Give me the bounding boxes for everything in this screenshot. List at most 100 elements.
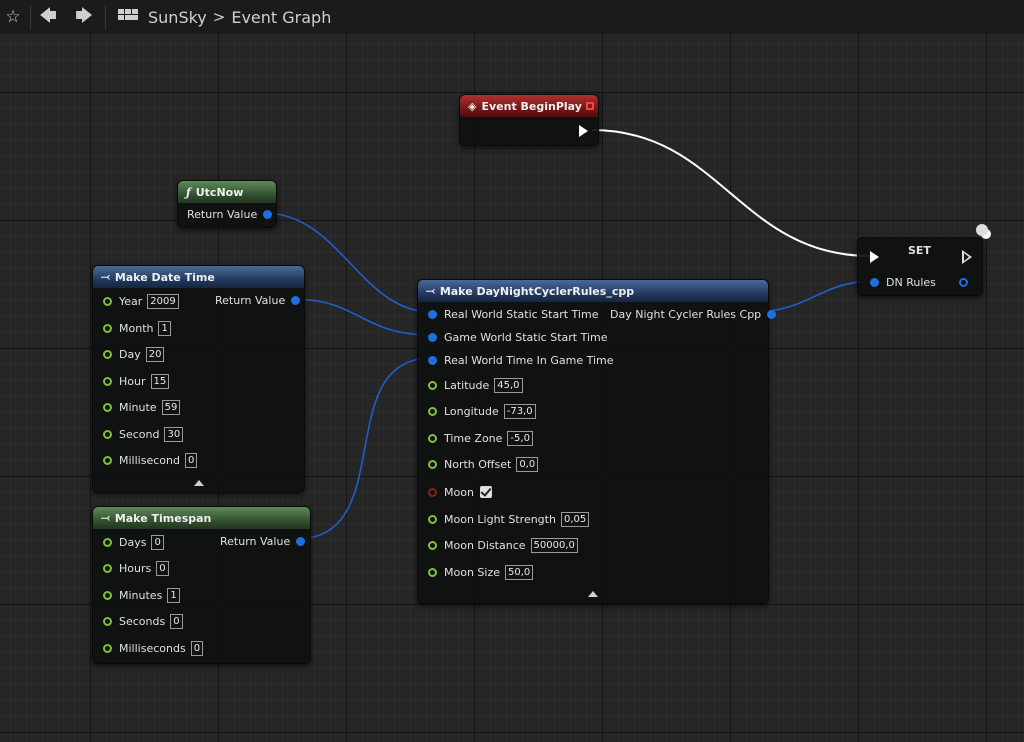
set-node[interactable]: SET DN Rules (857, 237, 983, 296)
input-label: Real World Static Start Time (444, 307, 599, 321)
star-icon[interactable]: ☆ (5, 7, 21, 27)
input-pin[interactable] (428, 514, 437, 524)
arrow-right-icon[interactable]: 🡆 (75, 5, 93, 26)
input-label: North Offset (444, 457, 512, 471)
input-label: Day (119, 347, 141, 361)
input-value-field[interactable]: 45,0 (494, 377, 523, 393)
input-label: Time Zone (444, 431, 503, 445)
struct-input-row: Game World Static Start Time (428, 329, 608, 345)
event-diamond-icon: ◈ (468, 99, 477, 113)
input-label: Milliseconds (119, 641, 186, 655)
timespan-input-row: Minutes 1 (103, 587, 180, 603)
input-value-field[interactable]: 1 (158, 320, 171, 336)
input-value-field[interactable]: 0,05 (560, 511, 590, 527)
input-pin[interactable] (428, 380, 437, 390)
input-pin[interactable] (103, 323, 112, 333)
set-input-row: DN Rules (870, 274, 936, 290)
input-pin[interactable] (103, 402, 112, 412)
utcnow-header: ƒ UtcNow (178, 181, 276, 203)
input-value-field[interactable]: 20 (145, 346, 165, 362)
struct-input-row: Real World Static Start Time (428, 306, 598, 322)
exec-output-pin[interactable] (962, 250, 972, 264)
utcnow-title: UtcNow (195, 185, 244, 199)
utcnow-node[interactable]: ƒ UtcNow Return Value (177, 180, 277, 228)
set-input-pin[interactable] (870, 277, 879, 287)
input-value-field[interactable]: -5,0 (507, 430, 533, 446)
input-pin[interactable] (103, 563, 112, 573)
arrow-left-icon[interactable]: 🡄 (39, 5, 57, 26)
input-pin[interactable] (103, 376, 112, 386)
input-pin[interactable] (103, 296, 112, 306)
input-value-field[interactable]: 59 (161, 399, 181, 415)
collapse-arrow-icon[interactable] (194, 480, 204, 486)
exec-output-pin[interactable] (579, 125, 588, 137)
struct-input-pin[interactable] (428, 355, 437, 365)
breadcrumb-separator: > (212, 8, 226, 26)
make-date-time-return-label: Return Value (215, 293, 286, 307)
input-value-field[interactable]: -73,0 (503, 403, 536, 419)
delegate-pin-icon[interactable] (586, 102, 594, 110)
input-pin[interactable] (103, 643, 112, 653)
input-pin[interactable] (103, 349, 112, 359)
input-label: Minutes (119, 588, 163, 602)
input-value-field[interactable]: 30 (164, 426, 184, 442)
struct-input-pin[interactable] (428, 309, 437, 319)
make-date-time-return-row: Return Value (215, 292, 301, 308)
input-pin[interactable] (103, 455, 112, 465)
make-timespan-return-pin[interactable] (296, 536, 306, 546)
input-pin[interactable] (103, 537, 112, 547)
input-value-field[interactable]: 0 (156, 560, 169, 576)
input-value-field[interactable]: 0 (190, 640, 204, 656)
input-pin[interactable] (428, 567, 437, 577)
input-pin[interactable] (428, 406, 437, 416)
make-rules-output-pin[interactable] (767, 309, 777, 319)
make-rules-node[interactable]: ⤙ Make DayNightCyclerRules_cpp Day Night… (417, 279, 777, 604)
set-input-label: DN Rules (886, 275, 936, 289)
make-timespan-return-label: Return Value (220, 534, 291, 548)
input-value-field[interactable]: 0 (170, 613, 183, 629)
input-label: Longitude (444, 404, 499, 418)
set-output-pin[interactable] (959, 278, 968, 287)
input-label: Month (119, 321, 154, 335)
input-value-field[interactable]: 0,0 (516, 456, 539, 472)
exec-input-pin[interactable] (870, 251, 879, 263)
input-value-field[interactable]: 50000,0 (530, 537, 578, 553)
input-label: Seconds (119, 614, 166, 628)
set-title: SET (908, 244, 931, 257)
input-value-field[interactable]: 0 (184, 452, 198, 468)
breadcrumb-asset[interactable]: SunSky (148, 7, 207, 27)
input-pin[interactable] (428, 459, 437, 469)
input-pin[interactable] (103, 616, 112, 626)
input-label: Days (119, 535, 147, 549)
input-label: Moon Light Strength (444, 512, 556, 526)
blueprint-grid-icon (118, 9, 138, 25)
date-time-input-row: Month 1 (103, 320, 171, 336)
input-value-field[interactable]: 50,0 (505, 564, 534, 580)
function-icon: ƒ (186, 185, 191, 199)
input-value-field[interactable]: 2009 (147, 293, 179, 309)
event-beginplay-node[interactable]: ◈ Event BeginPlay (459, 94, 599, 146)
input-pin[interactable] (103, 590, 112, 600)
input-value-field[interactable]: 15 (150, 373, 170, 389)
moon-checkbox[interactable] (479, 486, 492, 498)
utcnow-return-pin[interactable] (263, 209, 273, 219)
bool-input-pin[interactable] (428, 487, 437, 497)
float-input-row: Longitude -73,0 (428, 403, 536, 419)
input-pin[interactable] (428, 433, 437, 443)
input-value-field[interactable]: 1 (167, 587, 180, 603)
input-pin[interactable] (103, 429, 112, 439)
input-pin[interactable] (428, 540, 437, 550)
input-label: Minute (119, 400, 157, 414)
struct-input-pin[interactable] (428, 332, 437, 342)
make-timespan-header: ⤙ Make Timespan (93, 507, 310, 529)
collapse-arrow-icon[interactable] (588, 591, 598, 597)
breadcrumb-graph[interactable]: Event Graph (231, 7, 332, 27)
make-date-time-return-pin[interactable] (291, 295, 301, 305)
make-rules-output-label: Day Night Cycler Rules Cpp (610, 307, 762, 321)
input-value-field[interactable]: 0 (151, 534, 164, 550)
